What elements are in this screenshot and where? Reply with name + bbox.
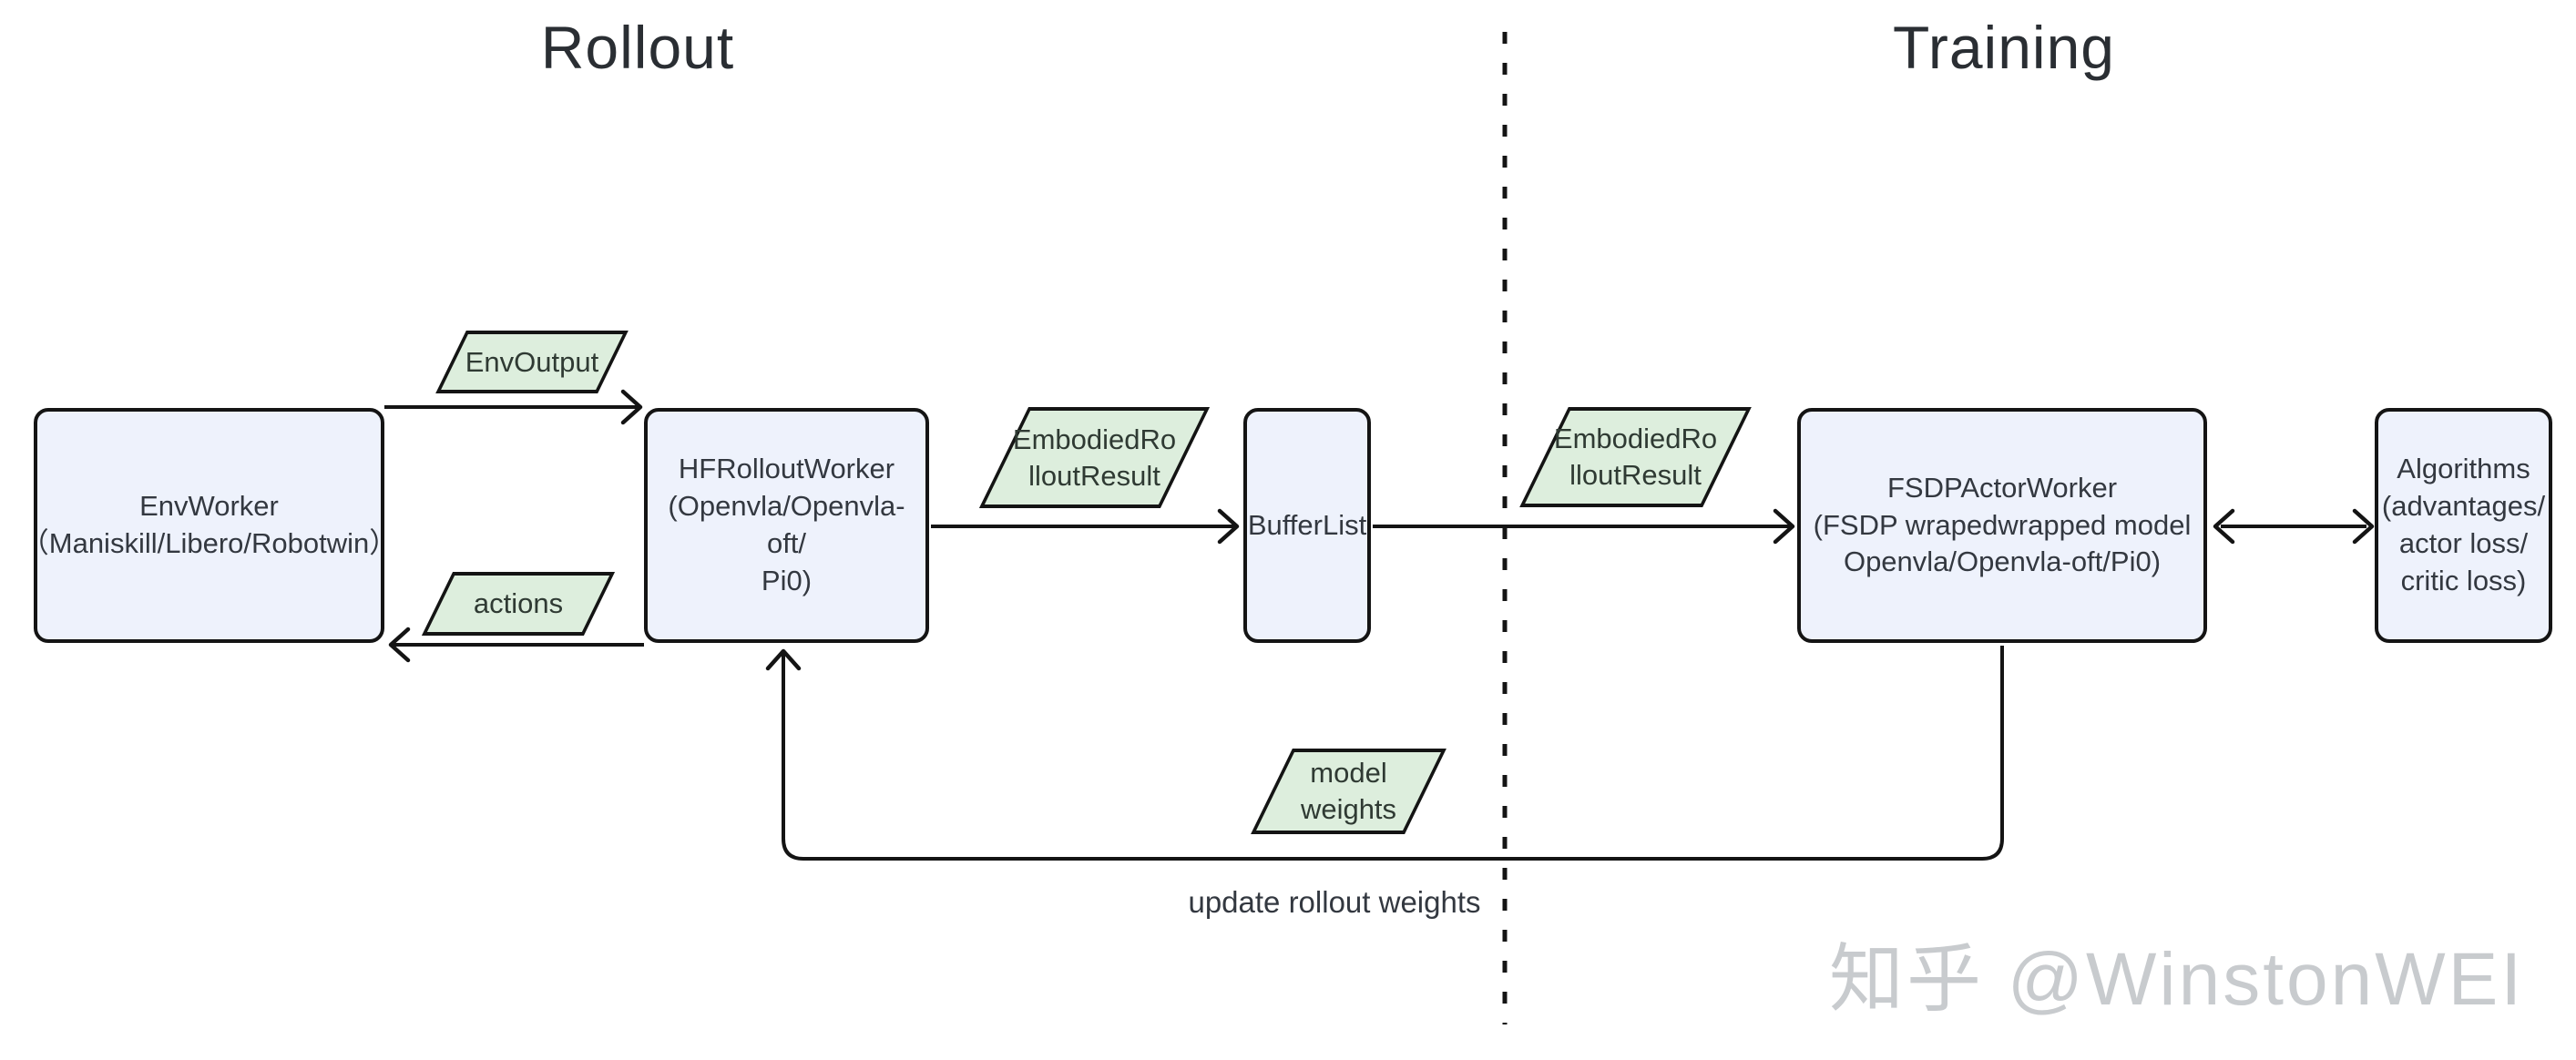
node-sublabel: (Openvla/Openvla-oft/ xyxy=(668,490,905,559)
data-shape-model-weights: model weights xyxy=(1251,749,1446,834)
node-sublabel: (advantages/ xyxy=(2381,490,2546,523)
data-shape-label: lloutResult xyxy=(1569,459,1702,491)
arrowhead-left-icon xyxy=(2213,508,2235,545)
training-section-title: Training xyxy=(1893,14,2115,81)
edge-label-update-rollout-weights: update rollout weights xyxy=(1188,885,1481,919)
node-sublabel: actor loss/ xyxy=(2398,527,2529,559)
data-shape-label: lloutResult xyxy=(1028,459,1160,492)
node-sublabel: (FSDP wrapedwrapped model xyxy=(1813,508,2192,541)
watermark-text: 知乎 @WinstonWEI xyxy=(1829,938,2525,1021)
node-sublabel: Openvla/Openvla-oft/Pi0) xyxy=(1843,545,2162,578)
node-hf-rollout-worker: HFRolloutWorker (Openvla/Openvla-oft/ Pi… xyxy=(644,408,929,643)
arrowhead-right-icon xyxy=(1217,508,1240,545)
arrowhead-right-icon xyxy=(2352,508,2375,545)
node-sublabel: Pi0) xyxy=(761,564,813,596)
arrowhead-right-icon xyxy=(1773,508,1795,545)
node-label: FSDPActorWorker xyxy=(1886,471,2118,504)
arrowhead-left-icon xyxy=(388,627,411,663)
edge-actions-arrow xyxy=(388,627,644,663)
edge-update-weights-loop xyxy=(765,646,2004,861)
edge-buffer-to-actor-arrow xyxy=(1373,508,1795,545)
node-buffer-list: BufferList xyxy=(1243,408,1371,643)
node-label: BufferList xyxy=(1247,508,1367,541)
data-shape-label: EmbodiedRo xyxy=(1553,423,1718,455)
data-shape-label: actions xyxy=(473,587,564,620)
node-sublabel: （Maniskill/Libero/Robotwin） xyxy=(20,527,398,559)
data-shape-label: EmbodiedRo xyxy=(1012,423,1177,455)
node-env-worker: EnvWorker （Maniskill/Libero/Robotwin） xyxy=(21,408,397,643)
edge-env-output-arrow xyxy=(384,389,643,425)
data-shape-embodied-rollout-result-1: EmbodiedRo lloutResult xyxy=(978,407,1211,508)
rollout-section-title: Rollout xyxy=(540,14,735,81)
node-label: HFRolloutWorker xyxy=(678,453,895,485)
node-algorithms: Algorithms (advantages/ actor loss/ crit… xyxy=(2375,408,2552,643)
node-label: EnvWorker xyxy=(139,490,279,523)
data-shape-env-output: EnvOutput xyxy=(435,331,629,393)
data-shape-label: weights xyxy=(1300,793,1397,825)
node-fsdp-actor-worker: FSDPActorWorker (FSDP wrapedwrapped mode… xyxy=(1797,408,2207,643)
data-shape-embodied-rollout-result-2: EmbodiedRo lloutResult xyxy=(1519,407,1752,507)
arrowhead-up-icon xyxy=(765,648,802,671)
arrowhead-right-icon xyxy=(620,389,643,425)
node-label: Algorithms xyxy=(2397,453,2530,485)
data-shape-actions: actions xyxy=(421,572,616,636)
edge-rollout-result-arrow xyxy=(931,508,1240,545)
data-shape-label: EnvOutput xyxy=(465,345,599,378)
edge-actor-algorithms-double-arrow xyxy=(2213,508,2375,545)
node-sublabel: critic loss) xyxy=(2400,564,2527,596)
data-shape-label: model xyxy=(1310,757,1387,790)
